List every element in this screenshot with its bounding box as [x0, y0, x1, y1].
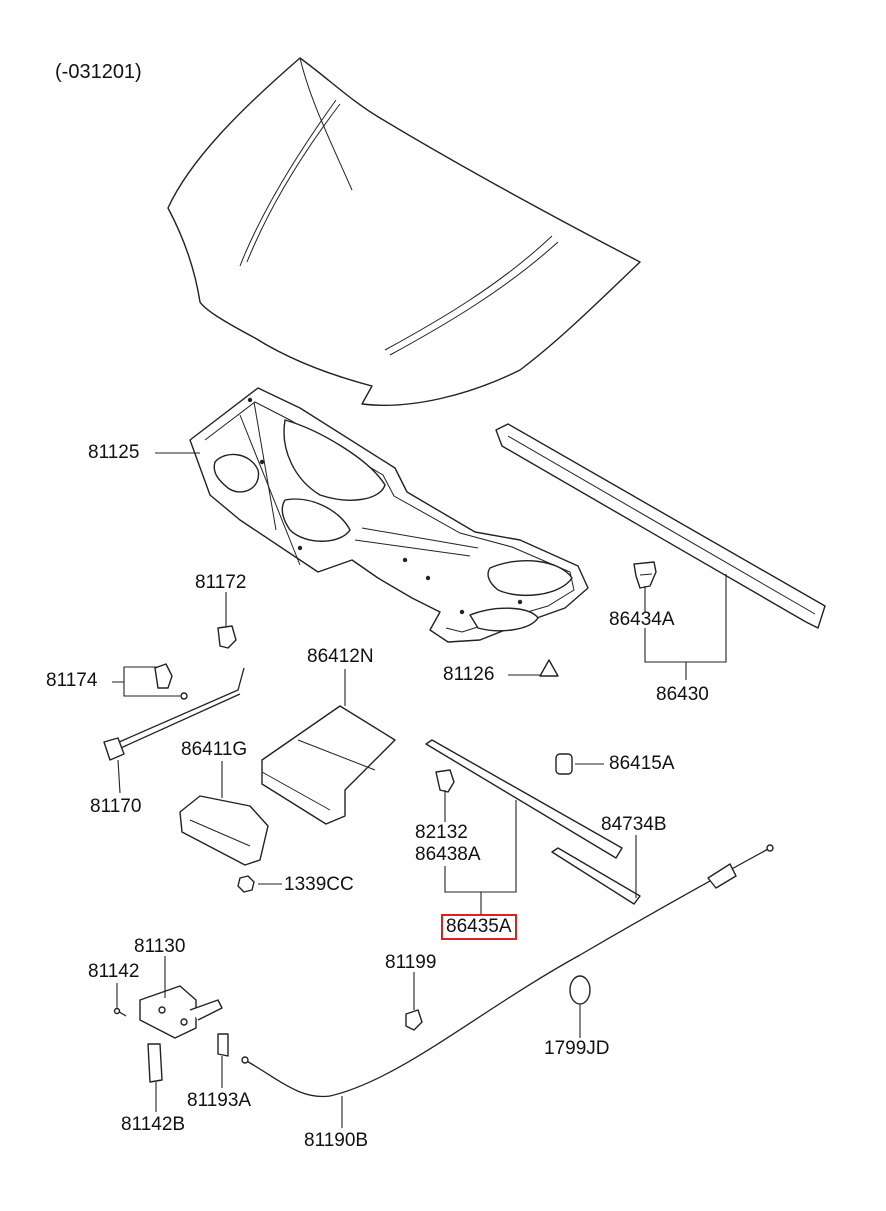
clip-82132: [435, 769, 455, 793]
label-81174: 81174: [46, 670, 98, 691]
label-86434a: 86434A: [609, 609, 675, 630]
bracket-81193a: [217, 1033, 229, 1057]
clamp-1799jd: [569, 975, 591, 1005]
label-81125: 81125: [88, 442, 140, 463]
label-81130: 81130: [134, 936, 186, 957]
label-81199: 81199: [385, 952, 437, 973]
label-82132: 82132: [415, 822, 468, 843]
label-86415a: 86415A: [609, 753, 675, 774]
label-1339cc: 1339CC: [284, 874, 354, 895]
label-1799jd: 1799JD: [544, 1038, 610, 1059]
hood-weatherstrip: [495, 423, 826, 629]
bumper-81126: [539, 659, 559, 677]
bracket-81142b: [147, 1043, 163, 1083]
label-84734b: 84734B: [601, 814, 667, 835]
hood-insulator: [189, 387, 589, 643]
clip-81199: [405, 1009, 423, 1031]
seal-86412n: [261, 705, 396, 825]
holder-81174: [154, 663, 188, 700]
label-86412n: 86412N: [307, 646, 374, 667]
hood-stay-rod: [103, 667, 245, 761]
date-code: (-031201): [55, 61, 142, 83]
label-81172: 81172: [195, 572, 247, 593]
label-81126: 81126: [443, 664, 495, 685]
label-81142: 81142: [88, 961, 140, 982]
hood-panel: [167, 57, 641, 407]
label-86435a-highlighted[interactable]: 86435A: [441, 914, 517, 940]
label-86411g: 86411G: [181, 739, 248, 760]
stay-clip-81172: [217, 625, 237, 649]
label-86430: 86430: [656, 684, 709, 705]
seal-84734b: [551, 847, 641, 905]
clip-86434a: [633, 561, 657, 589]
label-81190b: 81190B: [304, 1130, 369, 1151]
label-81193a: 81193A: [187, 1090, 252, 1111]
label-81142b: 81142B: [121, 1114, 186, 1135]
hood-latch: [139, 985, 223, 1039]
label-81170: 81170: [90, 796, 142, 817]
label-86438a: 86438A: [415, 844, 481, 865]
leader-lines: [112, 452, 727, 1128]
release-cable: [241, 844, 774, 1098]
stopper-86415a: [555, 753, 573, 775]
nut-1339cc: [237, 875, 255, 893]
bolt-81142: [113, 1007, 127, 1017]
seal-86411g: [179, 795, 269, 866]
weatherstrip-86435a: [425, 739, 623, 859]
